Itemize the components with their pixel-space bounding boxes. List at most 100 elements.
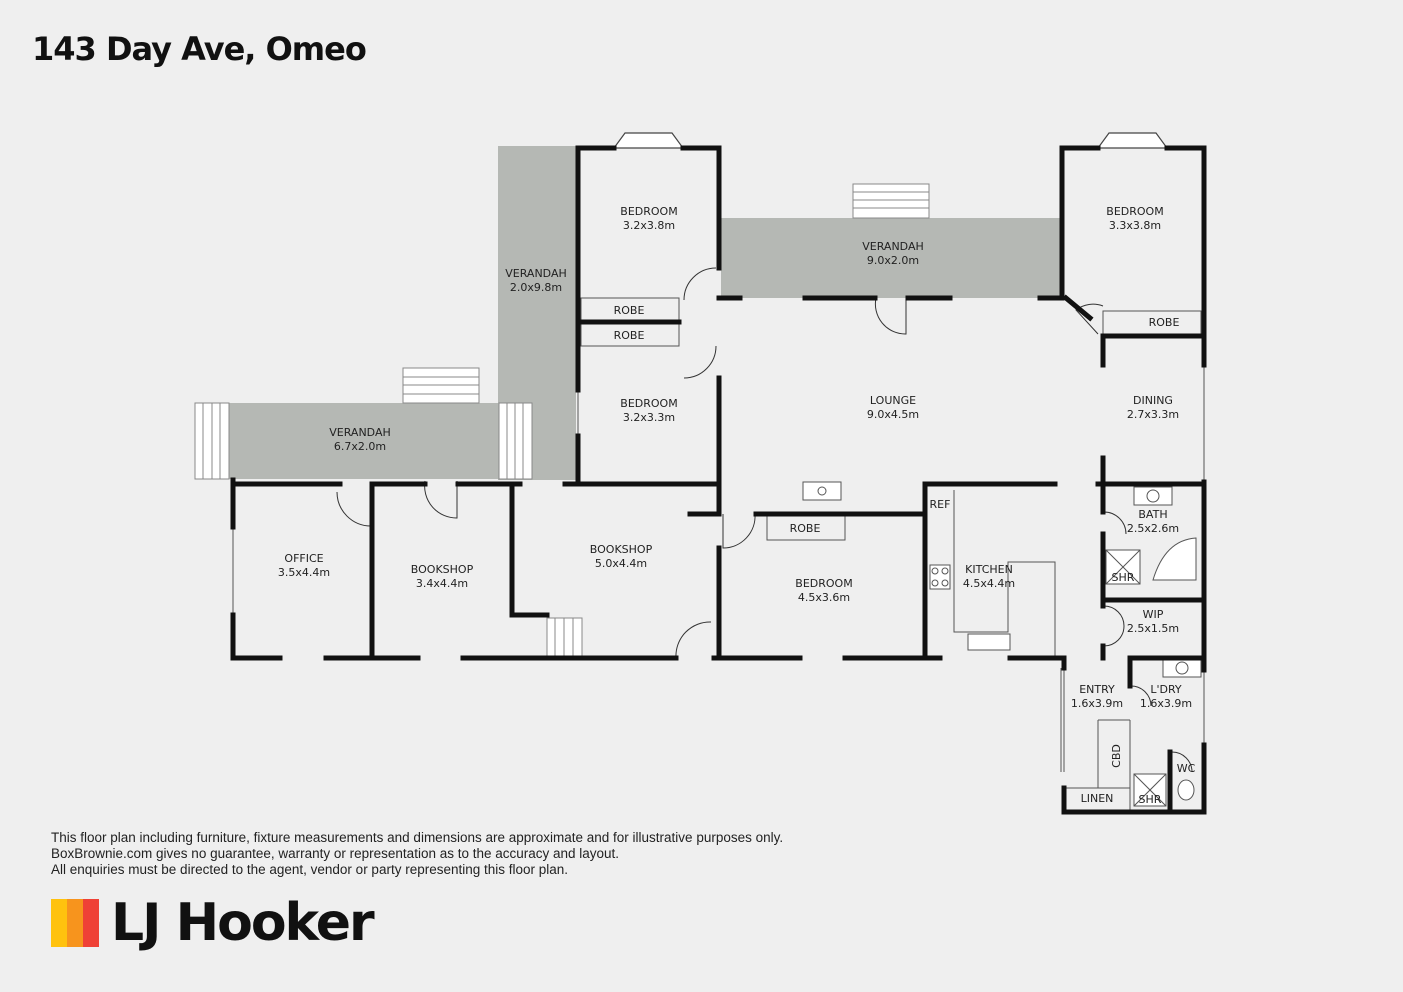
lj-hooker-logo: LJ Hooker xyxy=(51,893,375,953)
room-name: OFFICE xyxy=(284,552,323,565)
room-name: BOOKSHOP xyxy=(590,543,653,556)
room-robe-4: ROBE xyxy=(790,522,821,535)
room-name: REF xyxy=(930,498,951,511)
room-name: L'DRY xyxy=(1150,683,1182,696)
room-dims: 3.4x4.4m xyxy=(416,577,468,590)
logo-stripe-yellow xyxy=(51,899,67,947)
room-dims: 6.7x2.0m xyxy=(334,440,386,453)
kitchen-sink xyxy=(967,633,1011,651)
room-name: SHR xyxy=(1139,793,1162,806)
room-name: ENTRY xyxy=(1079,683,1115,696)
room-robe-3: ROBE xyxy=(1149,316,1180,329)
room-name: LINEN xyxy=(1081,792,1114,805)
room-dims: 2.7x3.3m xyxy=(1127,408,1179,421)
room-name: LOUNGE xyxy=(870,394,916,407)
room-name: BEDROOM xyxy=(620,397,677,410)
room-dims: 2.0x9.8m xyxy=(510,281,562,294)
steps-bookshop xyxy=(546,617,583,657)
logo-stripe-red xyxy=(83,899,99,947)
room-robe-2: ROBE xyxy=(614,329,645,342)
room-dims: 1.6x3.9m xyxy=(1071,697,1123,710)
room-name: VERANDAH xyxy=(329,426,391,439)
room-name: BEDROOM xyxy=(1106,205,1163,218)
room-dims: 2.5x2.6m xyxy=(1127,522,1179,535)
room-shr-2: SHR xyxy=(1139,793,1162,806)
verandah-areas xyxy=(229,146,1062,480)
room-dims: 5.0x4.4m xyxy=(595,557,647,570)
logo-brand-text: LJ Hooker xyxy=(111,893,375,953)
room-dims: 2.5x1.5m xyxy=(1127,622,1179,635)
fixtures xyxy=(802,481,1202,807)
disclaimer-line: All enquiries must be directed to the ag… xyxy=(51,862,569,877)
room-dims: 3.2x3.3m xyxy=(623,411,675,424)
logo-stripe-orange xyxy=(67,899,83,947)
room-name: BEDROOM xyxy=(620,205,677,218)
room-dims: 9.0x4.5m xyxy=(867,408,919,421)
walls xyxy=(230,145,1207,815)
room-wc: WC xyxy=(1177,762,1196,775)
steps-left-verandah-west xyxy=(194,402,230,480)
room-dims: 9.0x2.0m xyxy=(867,254,919,267)
steps xyxy=(194,183,930,657)
room-dims: 3.5x4.4m xyxy=(278,566,330,579)
room-name: BEDROOM xyxy=(795,577,852,590)
room-dims: 3.2x3.8m xyxy=(623,219,675,232)
room-dims: 1.6x3.9m xyxy=(1140,697,1192,710)
room-shr-1: SHR xyxy=(1112,571,1135,584)
room-name: BATH xyxy=(1138,508,1167,521)
toilet xyxy=(1177,779,1195,801)
room-dims: 4.5x3.6m xyxy=(798,591,850,604)
doors xyxy=(336,267,1193,773)
corner-bath xyxy=(1152,537,1197,581)
thin-lines xyxy=(232,297,1205,810)
room-robe-1: ROBE xyxy=(614,304,645,317)
verandah-top-fill xyxy=(721,218,1062,298)
property-address-title: 143 Day Ave, Omeo xyxy=(32,30,367,68)
steps-left-verandah-east xyxy=(498,402,533,480)
room-linen: LINEN xyxy=(1081,792,1114,805)
steps-top-verandah xyxy=(852,183,930,219)
disclaimer: This floor plan including furniture, fix… xyxy=(51,830,783,878)
room-name: ROBE xyxy=(1149,316,1180,329)
room-name: WC xyxy=(1177,762,1196,775)
room-name: SHR xyxy=(1112,571,1135,584)
room-name: CBD xyxy=(1110,744,1123,768)
steps-left-verandah-top xyxy=(402,367,480,404)
room-name: VERANDAH xyxy=(862,240,924,253)
room-name: KITCHEN xyxy=(965,563,1013,576)
room-name: WIP xyxy=(1143,608,1164,621)
room-name: VERANDAH xyxy=(505,267,567,280)
disclaimer-line: This floor plan including furniture, fix… xyxy=(51,830,784,845)
room-name: ROBE xyxy=(614,329,645,342)
room-name: DINING xyxy=(1133,394,1173,407)
room-cbd: CBD xyxy=(1110,744,1123,768)
room-dims: 4.5x4.4m xyxy=(963,577,1015,590)
room-ref: REF xyxy=(930,498,951,511)
logo-stripes xyxy=(51,899,99,947)
room-name: BOOKSHOP xyxy=(411,563,474,576)
room-name: ROBE xyxy=(614,304,645,317)
room-name: ROBE xyxy=(790,522,821,535)
disclaimer-line: BoxBrownie.com gives no guarantee, warra… xyxy=(51,846,620,861)
verandah-left-fill xyxy=(229,403,499,479)
bay-windows xyxy=(612,132,1169,149)
